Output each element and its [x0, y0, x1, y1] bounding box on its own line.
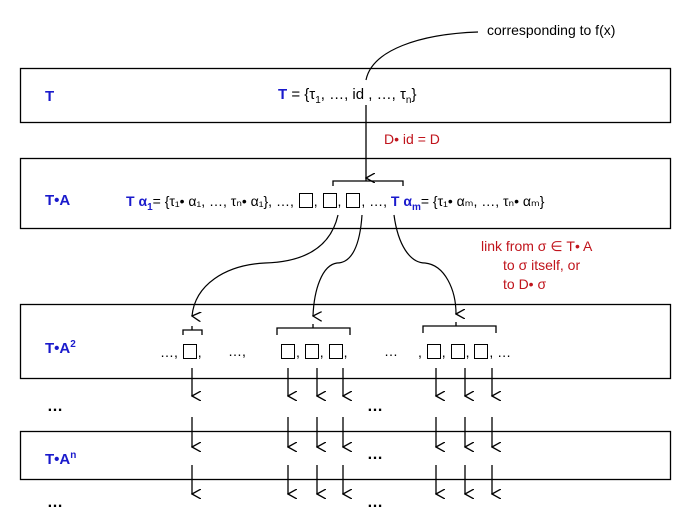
TA2-gap-2: …: [384, 343, 398, 359]
row-TA-content: T α1= {τ₁• α₁, …, τₙ• α₁}, …, , , , …, T…: [126, 193, 544, 213]
placeholder-square: [450, 344, 465, 359]
down-arrows: [192, 368, 492, 494]
T-alpha1-prefix: T α: [126, 193, 148, 209]
row-label-T: T: [45, 88, 55, 105]
row-box-T: [19, 67, 672, 124]
sub-1: 1: [315, 95, 321, 106]
comma: ,: [343, 344, 348, 360]
trailing-ellipsis: , …: [489, 344, 512, 360]
placeholder-square: [474, 344, 489, 359]
bracket-TA2-1: [182, 326, 203, 335]
comma: ,: [319, 344, 324, 360]
mid-ellipsis: , …,: [361, 193, 387, 209]
bracket-TA: [332, 178, 404, 186]
annotation-curve: [365, 31, 479, 81]
T-alpha1-set: = {τ₁• α₁, …, τₙ• α₁}, …,: [152, 193, 294, 209]
comma: ,: [418, 344, 422, 360]
row-box-TAn: [19, 430, 672, 481]
TA2-gap-1: …,: [228, 343, 246, 359]
link-note-line2: to σ itself, or: [503, 257, 581, 273]
annotation-fx: corresponding to f(x): [487, 22, 616, 38]
TA2-group-3: , , , , …: [418, 344, 511, 359]
placeholder-square: [298, 193, 313, 208]
row-label-TAn: T•An: [45, 450, 77, 468]
label-text: T•A: [45, 451, 71, 468]
set-T-prefix: T: [278, 86, 288, 103]
placeholder-square: [328, 344, 343, 359]
placeholder-square: [281, 344, 295, 359]
link-curve-2: [313, 214, 363, 316]
row-T-content: T = {τ1, …, id , …, τn}: [278, 87, 416, 106]
row-box-TA: [19, 157, 672, 230]
set-T-mid: , …, id , …, τ: [320, 86, 406, 103]
placeholder-square: [182, 344, 197, 359]
vertical-ellipsis-left-2: …: [47, 494, 66, 511]
placeholder-square: [346, 193, 361, 208]
bracket-TA2-2: [276, 324, 351, 335]
vertical-ellipsis-mid-2: …: [367, 446, 386, 463]
TA2-group-2: , , ,: [280, 344, 347, 359]
comma: ,: [313, 193, 318, 209]
link-note-line1: link from σ ∈ T• A: [481, 238, 593, 254]
vertical-ellipsis-mid-1: …: [367, 398, 386, 415]
comma: ,: [441, 344, 446, 360]
comma: ,: [465, 344, 470, 360]
row-box-TA2: [19, 303, 672, 380]
row-label-TA: T•A: [45, 192, 71, 209]
alpha1-sub: 1: [147, 201, 153, 213]
label-text: T•A: [45, 340, 71, 357]
placeholder-square: [304, 344, 319, 359]
comma: ,: [337, 193, 342, 209]
edge-label-did: D• id = D: [384, 131, 440, 147]
link-note-line3: to D• σ: [503, 276, 547, 292]
TA2-group-1: …, ,: [160, 344, 202, 359]
label-sup: 2: [70, 339, 76, 350]
set-T-text: = {τ: [287, 86, 316, 103]
vertical-ellipsis-left-1: …: [47, 398, 66, 415]
vertical-ellipsis-mid-3: …: [367, 494, 386, 511]
ellipsis: …,: [160, 344, 178, 360]
link-curve-3: [393, 214, 456, 314]
row-label-TA2: T•A2: [45, 339, 76, 357]
link-curve-1: [192, 214, 339, 316]
T-alpham-prefix: T α: [390, 193, 412, 209]
label-sup: n: [70, 450, 77, 461]
placeholder-square: [426, 344, 441, 359]
T-alpham-set: = {τ₁• αₘ, …, τₙ• αₘ}: [420, 193, 545, 209]
comma: ,: [197, 344, 202, 360]
sub-n: n: [405, 95, 412, 106]
placeholder-square: [322, 193, 337, 208]
alpham-sub: m: [411, 201, 421, 213]
bracket-TA2-3: [422, 322, 497, 333]
set-T-end: }: [411, 86, 417, 103]
comma: ,: [296, 344, 300, 360]
